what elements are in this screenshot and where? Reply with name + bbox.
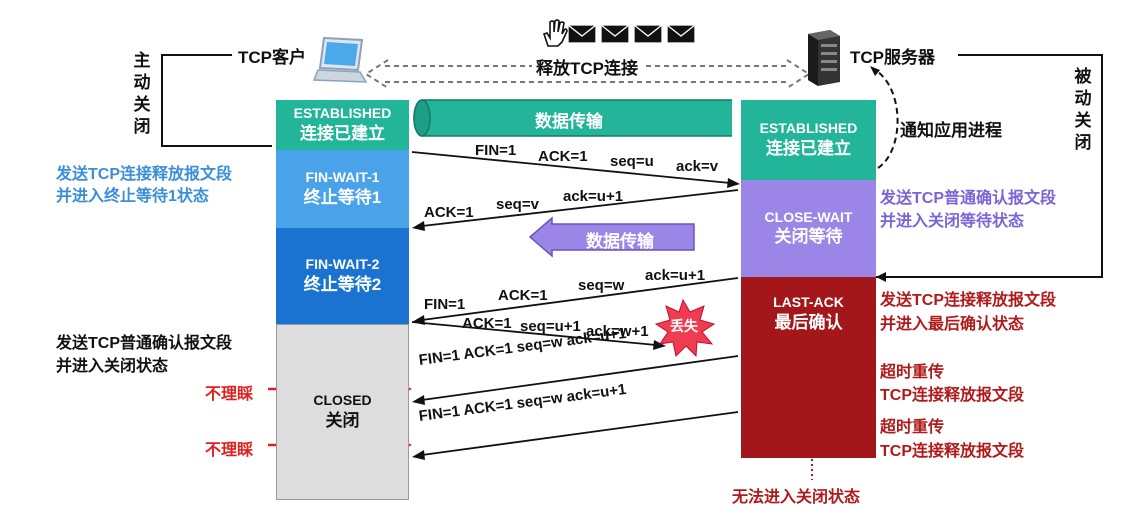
m2-ack: ACK=1 bbox=[424, 204, 474, 221]
lost-label: 丢失 bbox=[670, 318, 698, 334]
m2-ackn: ack=u+1 bbox=[563, 188, 624, 205]
server-side-label: 被动关闭 bbox=[1074, 67, 1092, 152]
client-state-established: ESTABLISHED 连接已建立 bbox=[276, 100, 409, 150]
server-icon bbox=[808, 30, 840, 86]
server-note-cannot-close: 无法进入关闭状态 bbox=[732, 489, 861, 506]
laptop-icon bbox=[312, 36, 368, 83]
server-state-last-ack: LAST-ACK 最后确认 bbox=[741, 277, 876, 458]
client-note-send-fin-2: 并进入终止等待1状态 bbox=[56, 188, 209, 205]
envelope-icon bbox=[567, 23, 698, 45]
client-state-fin-wait-1: FIN-WAIT-1 终止等待1 bbox=[276, 150, 409, 228]
release-label: 释放TCP连接 bbox=[532, 54, 642, 79]
server-note-send-ack-1: 发送TCP普通确认报文段 bbox=[880, 190, 1057, 207]
server-note-send-fin-1: 发送TCP连接释放报文段 bbox=[880, 292, 1057, 309]
ignore-label-2: 不理睬 bbox=[205, 442, 254, 459]
client-state-fin-wait-2: FIN-WAIT-2 终止等待2 bbox=[276, 228, 409, 324]
ignore-label-1: 不理睬 bbox=[205, 386, 254, 403]
server-note-retrans-2b: TCP连接释放报文段 bbox=[880, 443, 1025, 460]
client-note-send-fin-1: 发送TCP连接释放报文段 bbox=[56, 166, 233, 183]
client-state-closed: CLOSED 关闭 bbox=[276, 324, 409, 500]
data-transfer-label: 数据传输 bbox=[535, 112, 603, 131]
m1-ack: ACK=1 bbox=[538, 148, 588, 165]
hand-icon bbox=[542, 19, 568, 47]
lost-burst bbox=[654, 298, 716, 358]
m4-ack: ACK=1 bbox=[462, 315, 512, 332]
m4-ackn: ack=w+1 bbox=[586, 323, 649, 340]
client-note-send-ack-1: 发送TCP普通确认报文段 bbox=[56, 335, 233, 352]
server-note-send-ack-2: 并进入关闭等待状态 bbox=[880, 213, 1025, 230]
m1-fin: FIN=1 bbox=[475, 142, 517, 159]
m3-ackn: ack=u+1 bbox=[645, 267, 706, 284]
client-note-send-ack-2: 并进入关闭状态 bbox=[56, 358, 169, 375]
server-note-retrans-2a: 超时重传 bbox=[880, 419, 945, 436]
server-state-established: ESTABLISHED 连接已建立 bbox=[741, 100, 876, 180]
m1-seq: seq=u bbox=[610, 153, 654, 170]
m4-seq: seq=u+1 bbox=[520, 318, 581, 335]
m1-ackv: ack=v bbox=[676, 158, 719, 175]
server-note-retrans-1b: TCP连接释放报文段 bbox=[880, 387, 1025, 404]
server-note-retrans-1a: 超时重传 bbox=[880, 364, 945, 381]
m3-ack: ACK=1 bbox=[498, 287, 548, 304]
data-transfer-label-2: 数据传输 bbox=[586, 232, 654, 251]
server-title: TCP服务器 bbox=[850, 48, 935, 67]
client-side-label: 主动关闭 bbox=[133, 51, 151, 136]
server-state-close-wait: CLOSE-WAIT 关闭等待 bbox=[741, 180, 876, 277]
m3-seq: seq=w bbox=[578, 277, 625, 294]
notify-label: 通知应用进程 bbox=[900, 121, 1002, 140]
m3-fin: FIN=1 bbox=[424, 296, 466, 313]
server-note-send-fin-2: 并进入最后确认状态 bbox=[880, 316, 1025, 333]
client-title: TCP客户 bbox=[238, 48, 306, 67]
m2-seq: seq=v bbox=[496, 196, 539, 213]
